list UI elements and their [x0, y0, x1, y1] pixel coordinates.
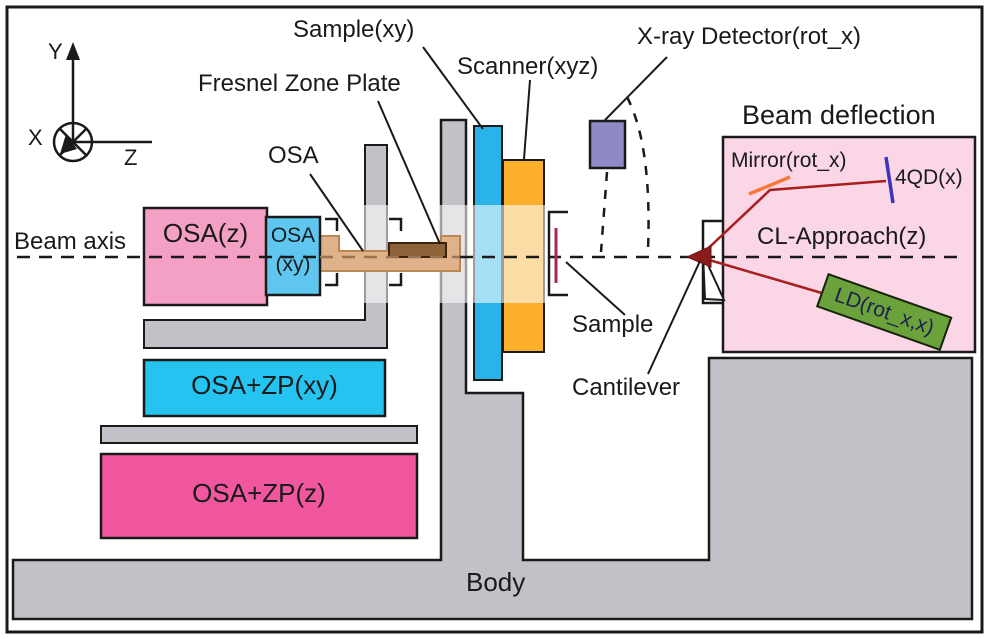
label-osa: OSA [268, 142, 319, 169]
label-4qd: 4QD(x) [895, 166, 963, 189]
xray-detector-box [588, 119, 627, 170]
label-osa-xy-line1: OSA [270, 224, 316, 247]
pointer-scanner [523, 79, 531, 160]
coordinate-axes [52, 42, 152, 163]
pointer-sample [565, 261, 626, 316]
sample-holder-bracket [547, 210, 568, 297]
mirror-line [748, 175, 791, 196]
fresnel-zone-plate-bar [388, 242, 447, 258]
pointer-osa [309, 173, 364, 252]
osa-zp-spacer-bar [100, 425, 418, 444]
label-body: Body [466, 567, 526, 597]
osa-stage-bracket [143, 144, 388, 349]
label-cl-approach: CL-Approach(z) [757, 223, 927, 250]
osa-zp-z-box [99, 452, 419, 540]
label-sample-xy: Sample(xy) [293, 16, 415, 43]
label-cantilever: Cantilever [572, 374, 681, 401]
quad-detector-line [884, 156, 895, 204]
x-axis-center-arrow [60, 134, 77, 154]
label-scanner: Scanner(xyz) [457, 53, 599, 80]
label-axis-x: X [28, 125, 43, 150]
detector-rotation-arc-dash [625, 96, 650, 251]
pointer-lines [309, 46, 701, 375]
label-osa-zp-xy: OSA+ZP(xy) [191, 370, 338, 400]
label-osa-zp-z: OSA+ZP(z) [192, 478, 326, 508]
pointer-fresnel [377, 100, 441, 245]
pointer-xray-detector [604, 56, 668, 121]
y-axis-arrowhead [66, 42, 80, 60]
label-beam-deflection: Beam deflection [742, 100, 936, 130]
body-and-pedestals [11, 118, 974, 621]
tube-clamp-brackets [325, 217, 403, 287]
label-sample: Sample [572, 311, 654, 338]
label-mirror: Mirror(rot_x) [731, 149, 847, 172]
label-osa-z: OSA(z) [162, 218, 249, 248]
pointer-sample-xy [422, 46, 484, 130]
label-xray-detector: X-ray Detector(rot_x) [637, 23, 862, 50]
label-axis-z: Z [124, 145, 138, 170]
laser-beam-to-ld [698, 255, 833, 298]
label-fresnel-zone-plate: Fresnel Zone Plate [198, 70, 401, 97]
detector-cone-left-dash [599, 171, 609, 253]
label-axis-y: Y [48, 39, 63, 64]
x-axis-into-page-circle [52, 121, 94, 163]
label-beam-axis: Beam axis [14, 228, 127, 255]
osa-zp-xy-box [142, 358, 387, 418]
laser-beam-to-mirror-4qd [698, 179, 887, 258]
pointer-cantilever [647, 260, 701, 375]
diagram-frame [5, 5, 984, 634]
label-osa-xy-line2: (xy) [275, 253, 311, 276]
